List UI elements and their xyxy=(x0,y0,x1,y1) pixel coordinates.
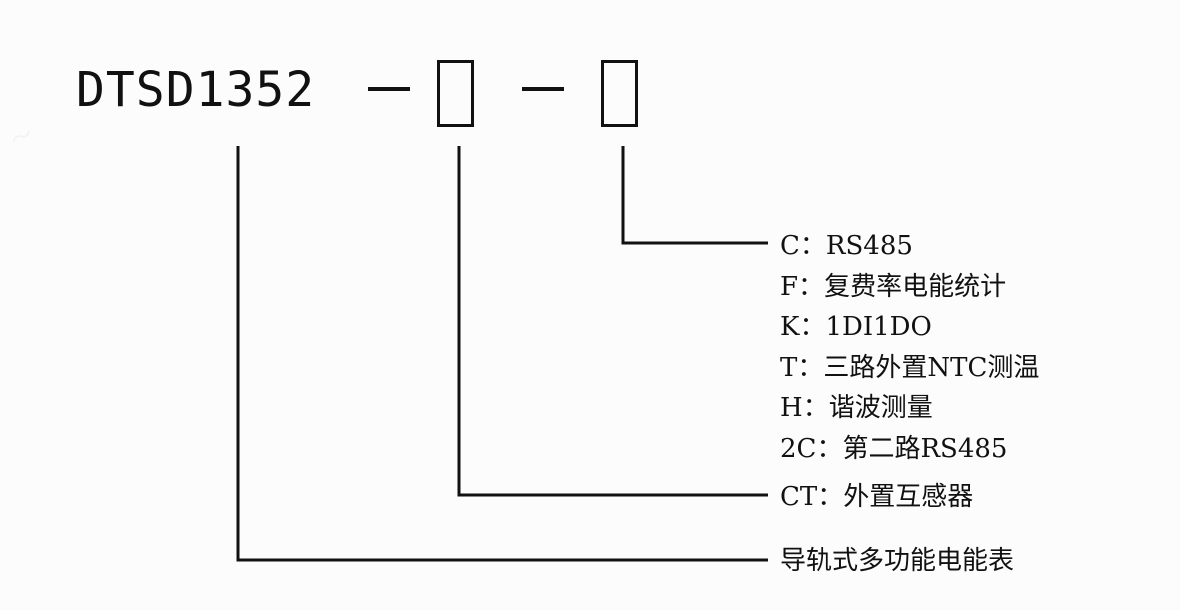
base-description: 导轨式多功能电能表 xyxy=(780,546,1015,576)
slot2-option: T：三路外置NTC测温 xyxy=(780,352,1039,384)
slot2-connector xyxy=(621,146,768,245)
option-code: K xyxy=(780,312,800,342)
option-separator: ： xyxy=(817,482,844,512)
option-description: 谐波测量 xyxy=(828,393,933,423)
option-code: F xyxy=(780,271,799,302)
option-code: T xyxy=(780,352,798,383)
option-description: 第二路RS485 xyxy=(842,433,1008,464)
option-description: 外置互感器 xyxy=(843,482,974,512)
option-description: 复费率电能统计 xyxy=(824,271,1007,302)
base-connector xyxy=(236,146,768,562)
option-slot-2 xyxy=(601,60,638,127)
slot2-option: C：RS485 xyxy=(780,230,913,262)
option-separator: ： xyxy=(816,433,843,464)
separator-dash-1 xyxy=(368,87,410,91)
option-separator: ： xyxy=(797,352,824,383)
slot2-option: H：谐波测量 xyxy=(780,392,933,424)
slot1-option: CT：外置互感器 xyxy=(780,481,973,513)
option-description: RS485 xyxy=(825,231,913,261)
model-code-text: DTSD1352 xyxy=(76,62,316,118)
option-code: CT xyxy=(780,482,818,512)
slot2-option: F：复费率电能统计 xyxy=(780,271,1006,303)
option-code: C xyxy=(780,231,800,261)
option-slot-1 xyxy=(437,60,474,127)
option-separator: ： xyxy=(799,312,826,342)
slot1-connector xyxy=(457,146,768,497)
option-separator: ： xyxy=(802,393,829,423)
option-separator: ： xyxy=(798,271,825,302)
slot2-option: 2C：第二路RS485 xyxy=(780,433,1007,465)
option-description: 三路外置NTC测温 xyxy=(823,352,1040,383)
option-separator: ： xyxy=(799,231,826,261)
option-code: H xyxy=(780,393,803,423)
slot2-option: K：1DI1DO xyxy=(780,311,932,343)
separator-dash-2 xyxy=(522,87,564,91)
option-code: 2C xyxy=(780,433,817,464)
option-description: 1DI1DO xyxy=(825,312,932,342)
